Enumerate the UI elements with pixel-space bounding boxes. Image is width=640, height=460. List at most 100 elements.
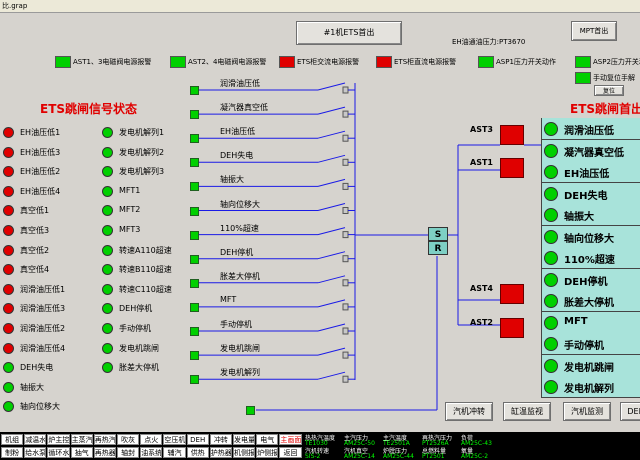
switch-terminal — [342, 158, 349, 166]
bottom-nav-button[interactable]: 再热器 — [93, 447, 116, 458]
switch-input-indicator — [190, 230, 199, 240]
switch-label: 110%超速 — [220, 223, 259, 233]
ast4-solenoid — [500, 284, 524, 304]
switch-contact — [317, 251, 346, 260]
green-status-lamp — [102, 127, 113, 138]
bottom-nav-button[interactable]: 冲转 — [209, 434, 232, 445]
signal-label: EH油压低4 — [20, 186, 61, 196]
first-out-row: 凝汽器真空低 — [542, 139, 640, 162]
bottom-nav-button[interactable]: 机组 — [1, 434, 24, 445]
green-status-lamp — [3, 401, 14, 413]
first-out-label: 110%超速 — [564, 255, 615, 266]
signal-label: 润滑油压低4 — [20, 343, 66, 353]
bottom-readout: 负荷 — [461, 435, 474, 442]
bottom-nav-button[interactable]: 减温水 — [24, 434, 47, 445]
signal-label: DEH失电 — [20, 363, 54, 373]
alarm-indicator[interactable] — [478, 56, 494, 68]
switch-contact — [317, 130, 346, 139]
bottom-nav-button[interactable]: 护热器 — [209, 447, 232, 458]
switch-label: MFT — [220, 294, 237, 304]
signal-label: 润滑油压低2 — [20, 324, 66, 333]
green-status-lamp — [544, 272, 558, 287]
bottom-nav-button[interactable]: 轴封 — [117, 447, 140, 458]
alarm-indicator[interactable] — [575, 72, 591, 84]
switch-contact — [317, 371, 346, 380]
signal-label: 真空低2 — [20, 245, 50, 255]
ast2-label: AST2 — [470, 318, 493, 327]
bottom-nav-button[interactable]: 吹灰 — [117, 434, 140, 445]
mpt-first-out-button[interactable]: MPT首出 — [571, 21, 617, 41]
red-status-lamp — [3, 205, 14, 217]
switch-label: DEH停机 — [220, 247, 254, 257]
alarm-indicator[interactable] — [376, 56, 392, 68]
nav-button[interactable]: 汽机监测 — [563, 402, 611, 421]
bottom-nav-button[interactable]: 给水泵 — [24, 447, 47, 458]
switch-contact — [317, 82, 346, 91]
bottom-nav-button[interactable]: 点火 — [140, 434, 163, 445]
signal-label: 胀差大停机 — [119, 363, 159, 373]
bottom-nav-button[interactable]: 空压机 — [163, 434, 186, 445]
bottom-nav-button[interactable]: 炉侧报警 — [256, 447, 279, 458]
bottom-nav-button[interactable]: 机侧报警 — [233, 447, 256, 458]
bottom-nav-button[interactable]: 再热汽 — [93, 434, 116, 445]
alarm-label[interactable]: 手动复位手解 — [593, 74, 635, 82]
green-status-lamp — [544, 315, 558, 330]
signal-label: 转速C110超速 — [119, 284, 172, 294]
signal-label: 润滑油压低3 — [20, 304, 66, 314]
switch-terminal — [342, 351, 349, 359]
alarm-label[interactable]: AST2、4电磁阀电源报警 — [188, 58, 267, 66]
nav-button[interactable]: 缸温监视 — [503, 402, 551, 421]
nav-button[interactable]: 汽机冲转 — [445, 402, 493, 421]
bottom-nav-button[interactable]: 制粉 — [1, 447, 24, 458]
bottom-nav-button[interactable]: 返回 — [279, 447, 302, 458]
switch-label: 轴振大 — [220, 175, 244, 185]
first-out-label: 凝汽器真空低 — [564, 147, 624, 159]
alarm-label[interactable]: ETS柜交流电源报警 — [297, 58, 360, 66]
reset-label: 复位 — [602, 88, 615, 95]
alarm-label[interactable]: AST1、3电磁阀电源报警 — [73, 58, 152, 66]
switch-terminal — [342, 375, 349, 383]
alarm-indicator[interactable] — [575, 56, 591, 68]
bottom-nav-button[interactable]: 供热 — [186, 447, 209, 458]
switch-contact — [317, 106, 346, 115]
switch-input-indicator — [190, 278, 199, 288]
signal-label: 转速A110超速 — [119, 245, 172, 255]
signal-label: 发电机解列3 — [119, 167, 165, 177]
green-status-lamp — [102, 185, 113, 197]
switch-input-indicator — [190, 110, 199, 120]
alarm-indicator[interactable] — [170, 56, 186, 68]
bottom-nav-button[interactable]: 辅汽 — [163, 447, 186, 458]
red-status-lamp — [3, 185, 14, 197]
bottom-nav-button[interactable]: 油系统 — [140, 447, 163, 458]
switch-contact — [317, 203, 346, 211]
alarm-label[interactable]: ASP1压力开关动作 — [496, 58, 556, 66]
alarm-indicator[interactable] — [279, 56, 295, 68]
nav-button[interactable]: DEH — [620, 402, 640, 421]
bottom-nav-button[interactable]: 主画面 — [279, 434, 302, 445]
bottom-nav-button[interactable]: DEH — [186, 434, 209, 445]
reset-button[interactable]: 复位 — [594, 85, 624, 96]
switch-contact — [317, 154, 346, 163]
green-status-lamp — [102, 244, 113, 256]
bottom-readout: 汽机转速 — [305, 448, 330, 455]
ets-title-button[interactable]: #1机ETS首出 — [296, 21, 402, 45]
alarm-label[interactable]: ASP2压力开关动 — [593, 58, 640, 66]
bottom-nav-button[interactable]: 炉主控 — [47, 434, 70, 445]
bottom-nav-button[interactable]: 发电量 — [233, 434, 256, 445]
alarm-label[interactable]: ETS柜直流电源报警 — [394, 58, 457, 66]
red-status-lamp — [3, 166, 14, 178]
bottom-readout: 主汽压力 — [344, 435, 369, 442]
ast3-solenoid — [500, 125, 524, 145]
bottom-readout: PT2501 — [422, 452, 445, 460]
bottom-nav-button[interactable]: 主蒸汽 — [70, 434, 93, 445]
switch-terminal — [342, 279, 349, 287]
bottom-nav-button[interactable]: 抽气 — [70, 447, 93, 458]
alarm-indicator[interactable] — [55, 56, 71, 68]
bottom-nav-button[interactable]: 循环水 — [47, 447, 70, 458]
first-out-row: 轴向位移大 — [542, 225, 640, 248]
bottom-nav-button[interactable]: 电气 — [256, 434, 279, 445]
right-panel-header: ETS跳闸首出 — [570, 102, 640, 116]
green-status-lamp — [3, 362, 14, 374]
window-title: 比.grap — [2, 2, 28, 10]
